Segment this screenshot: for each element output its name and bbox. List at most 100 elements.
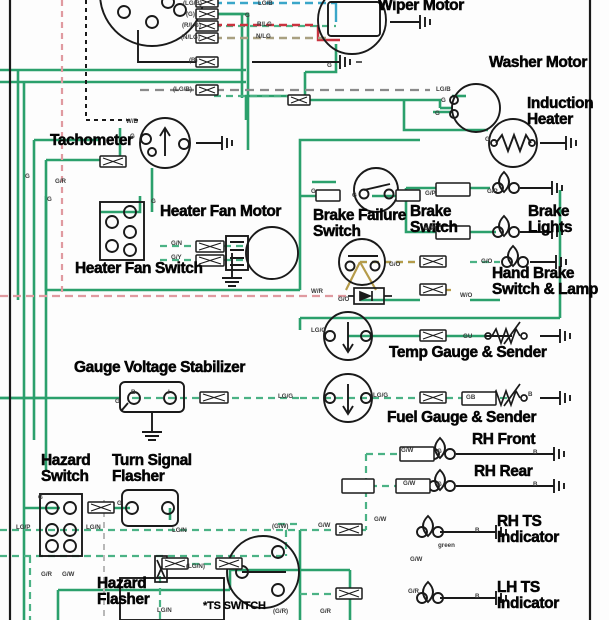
wire-code-label: LG/P	[16, 524, 31, 531]
wire-code-label: G/P	[425, 190, 436, 197]
component-label-rh-front: RH Front	[472, 431, 536, 448]
layer-colored-dashed-wires	[0, 0, 456, 620]
wire-code-label: G	[435, 110, 440, 117]
component-label-lh-ts-indicator: LH TS Indicator	[497, 579, 560, 612]
component-label-wiper-motor: Wiper Motor	[378, 0, 465, 14]
symbol-heater-fan-motor	[225, 226, 299, 280]
symbol-turn-signal-flasher	[121, 489, 179, 527]
wire-code-label: G/R	[408, 588, 420, 595]
symbol-heater-fan-switch	[99, 201, 145, 261]
wire-code-label: G	[130, 133, 135, 140]
symbol-hand-brake-switch	[338, 238, 386, 286]
symbol-brake-failure-switch	[353, 167, 399, 213]
wire-code-label: LG/G	[278, 393, 294, 400]
symbol-hazard-switch	[39, 493, 83, 557]
wire-code-label: G/N	[171, 240, 183, 247]
symbol-induction-heater	[488, 118, 538, 168]
component-label-hand-brake-switch-lamp: Hand Brake Switch & Lamp	[492, 265, 599, 298]
symbol-gauge-voltage-stabilizer	[119, 381, 185, 413]
wire-code-label: (LG/B)	[183, 0, 202, 7]
component-label-fuel-gauge-sender: Fuel Gauge & Sender	[387, 409, 537, 426]
wire-code-label: (LG/B)	[173, 86, 192, 93]
symbol-hand-brake-lamp	[501, 244, 529, 268]
symbol-fuel-gauge	[323, 373, 373, 423]
wire-code-label: G/R	[41, 571, 53, 578]
wire-code-label: G	[311, 188, 316, 195]
wire-code-label: B	[533, 449, 538, 456]
wire-code-label: G/R	[55, 178, 67, 185]
wire-code-label: G/W	[401, 447, 414, 454]
wire-code-label: LG/N	[86, 524, 101, 531]
wire-code-label: LG/G	[311, 327, 327, 334]
wire-code-label: G	[437, 448, 442, 455]
wire-code-label: G	[245, 12, 250, 19]
symbol-wiper-motor-left	[99, 0, 205, 47]
wire-code-label: W/R	[311, 288, 324, 295]
symbol-temp-gauge	[323, 311, 373, 361]
wire-code-label: G	[25, 173, 30, 180]
component-label-hazard-switch: Hazard Switch	[41, 452, 91, 485]
wire-code-label: (G/W)	[272, 523, 289, 530]
wire-code-label: G/P	[424, 225, 435, 232]
wire-code-label: GB	[466, 394, 476, 401]
wire-code-label: G/O	[389, 261, 401, 268]
component-label-brake-lights: Brake Lights	[528, 203, 573, 236]
wire-code-label: GU	[463, 333, 473, 340]
symbol-diode	[348, 287, 392, 305]
component-label-heater-fan-switch: Heater Fan Switch	[75, 260, 203, 277]
wire-code-label: G/W	[410, 556, 423, 563]
symbol-brake-lights	[492, 170, 520, 238]
symbol-washer-motor	[449, 83, 501, 133]
wire-code-label: (B)	[189, 57, 198, 64]
wire-code-label: B	[528, 391, 533, 398]
component-label-ts-switch: *TS SWITCH	[203, 600, 266, 612]
wire-code-label: (G/R)	[273, 608, 289, 615]
component-label-induction-heater: Induction Heater	[527, 95, 594, 128]
wire-code-label: (G)	[186, 11, 195, 18]
wire-code-label: G/P	[487, 188, 498, 195]
wire-code-label: B	[533, 481, 538, 488]
wire-code-label: G	[485, 136, 490, 143]
wire-code-label: N/LG	[256, 33, 271, 40]
component-label-washer-motor: Washer Motor	[489, 54, 588, 71]
layer-black-wires	[8, 0, 592, 620]
symbol-wiper-motor-right	[317, 0, 387, 55]
wire-code-label: LG/N	[157, 607, 172, 614]
wire-code-label: G/W	[62, 571, 75, 578]
wire-code-label: G/W	[403, 480, 416, 487]
component-label-turn-signal-flasher: Turn Signal Flasher	[112, 452, 193, 485]
wire-code-label: B	[475, 527, 480, 534]
wire-code-label: R/LG	[257, 21, 272, 28]
wire-code-label: (LG/N)	[186, 563, 205, 570]
component-label-rh-ts-indicator: RH TS Indicator	[497, 513, 560, 546]
symbol-ts-switch	[226, 535, 300, 609]
wire-code-label: G	[47, 196, 52, 203]
wire-code-label: G	[441, 97, 446, 104]
bullet-connector-crosses	[90, 0, 444, 598]
layer-green-wires	[0, 12, 562, 620]
wire-code-label: B	[475, 593, 480, 600]
wire-code-label: G/W	[318, 522, 331, 529]
component-label-brake-switch: Brake Switch	[410, 203, 458, 236]
component-label-heater-fan-motor: Heater Fan Motor	[160, 203, 282, 220]
wire-code-label: LG/G	[373, 392, 389, 399]
wire-code-label: G	[437, 481, 442, 488]
layer-green-dashed-wires	[0, 24, 512, 620]
wire-code-label: G/O	[481, 258, 493, 265]
symbol-lamps-right	[416, 436, 456, 604]
symbol-lh-ts-box	[119, 577, 225, 620]
wire-code-label: LG/B	[436, 86, 451, 93]
wire-code-label: G/Y	[171, 254, 182, 261]
wire-code-label: LG/N	[172, 527, 187, 534]
wire-code-label: G/W	[374, 516, 387, 523]
wire-code-label: (N/LG)	[181, 34, 200, 41]
wire-code-label: I	[168, 389, 170, 396]
wire-code-label: B	[131, 389, 136, 396]
component-label-temp-gauge-sender: Temp Gauge & Sender	[389, 344, 547, 361]
wire-code-label: W/B	[126, 118, 139, 125]
wire-code-label: G	[352, 192, 357, 199]
wire-code-label: G	[151, 198, 156, 205]
wire-code-label: W/O	[460, 292, 473, 299]
